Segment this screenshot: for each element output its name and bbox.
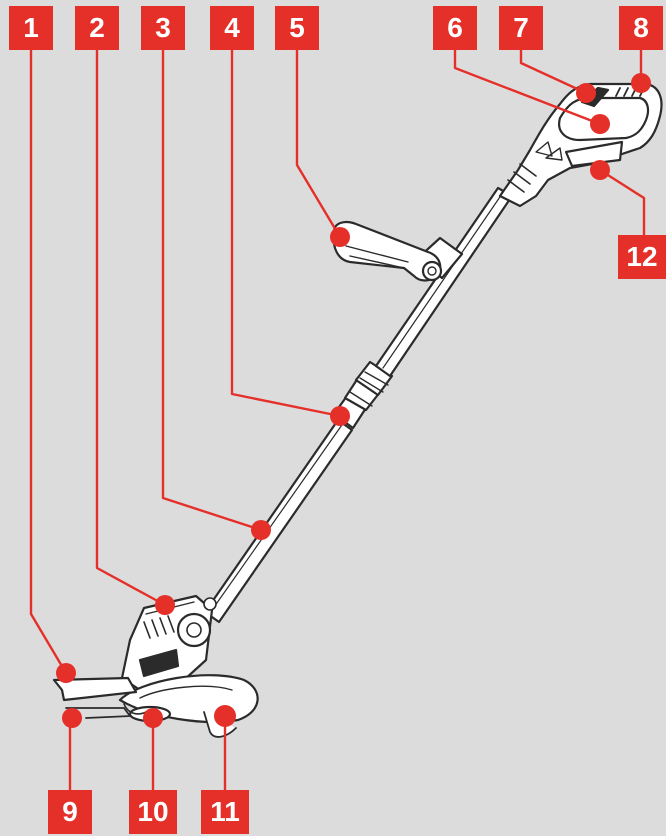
trimmer-illustration bbox=[52, 82, 663, 738]
leader-2 bbox=[95, 50, 166, 607]
callout-label-6: 6 bbox=[433, 6, 477, 50]
leader-1 bbox=[29, 50, 68, 674]
callout-label-11: 11 bbox=[201, 790, 249, 834]
dot-2 bbox=[155, 595, 175, 615]
dot-7 bbox=[576, 83, 596, 103]
dot-10 bbox=[143, 708, 163, 728]
lower-shaft bbox=[203, 418, 354, 624]
callout-label-12: 12 bbox=[618, 235, 666, 279]
edge-guide bbox=[52, 676, 138, 719]
leader-7 bbox=[519, 50, 587, 95]
dot-12 bbox=[590, 160, 610, 180]
callout-label-5: 5 bbox=[275, 6, 319, 50]
dot-8 bbox=[631, 73, 651, 93]
leader-4 bbox=[230, 50, 341, 418]
leader-3 bbox=[161, 50, 262, 532]
dot-6 bbox=[590, 114, 610, 134]
callout-label-7: 7 bbox=[499, 6, 543, 50]
dot-9 bbox=[62, 708, 82, 728]
leader-6 bbox=[453, 50, 601, 126]
callout-label-10: 10 bbox=[129, 790, 177, 834]
auxiliary-handle bbox=[332, 221, 443, 282]
callout-label-4: 4 bbox=[210, 6, 254, 50]
dot-1 bbox=[56, 663, 76, 683]
callout-label-2: 2 bbox=[75, 6, 119, 50]
callout-label-1: 1 bbox=[9, 6, 53, 50]
callout-label-8: 8 bbox=[619, 6, 663, 50]
leader-5 bbox=[295, 50, 342, 238]
callout-label-3: 3 bbox=[141, 6, 185, 50]
callout-dots bbox=[56, 73, 651, 728]
dot-3 bbox=[251, 520, 271, 540]
callout-label-9: 9 bbox=[48, 790, 92, 834]
dot-5 bbox=[330, 227, 350, 247]
leader-12 bbox=[599, 168, 646, 237]
leader-lines bbox=[29, 50, 646, 793]
upper-shaft bbox=[374, 186, 514, 378]
main-handle bbox=[498, 82, 663, 208]
dot-11 bbox=[214, 705, 236, 727]
dot-4 bbox=[330, 406, 350, 426]
